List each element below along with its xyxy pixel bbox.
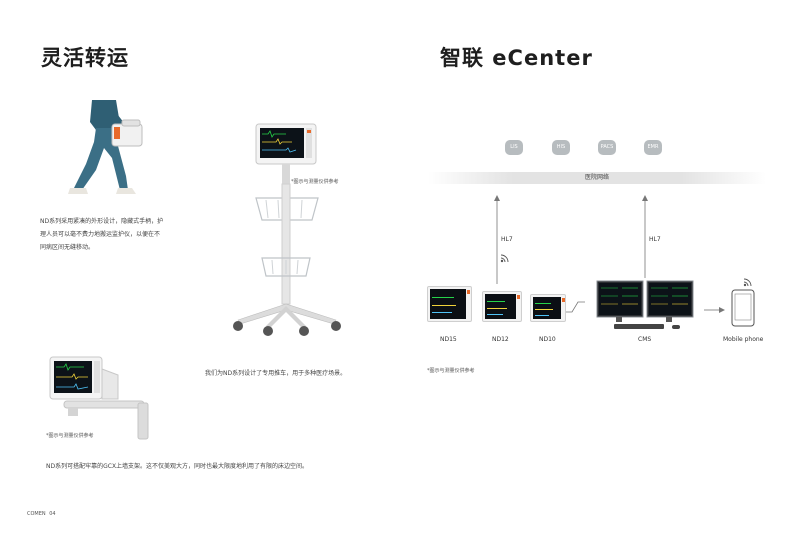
device-label-nd10: ND10 <box>539 336 556 343</box>
device-label-nd15: ND15 <box>440 336 457 343</box>
wall-arm-monitor-image <box>49 356 149 440</box>
mobile-phone-image <box>731 289 755 327</box>
page-footer: COMEN 04 <box>27 511 56 517</box>
device-label-cms: CMS <box>638 336 652 343</box>
left-paragraph-1-line-2: 理人员可以毫不费力地搬运监护仪，以便在不 <box>40 231 161 238</box>
hl7-label-right: HL7 <box>649 236 661 243</box>
mobile-wifi-icon <box>743 278 752 287</box>
nd10-monitor-image <box>530 294 566 322</box>
left-heading: 灵活转运 <box>41 46 129 70</box>
cms-workstation-image <box>596 280 694 329</box>
monitor-cart-image <box>233 123 341 336</box>
cart-image-note: *图示与测量仪供参考 <box>291 179 339 185</box>
arm-image-note: *图示与测量仪供参考 <box>46 433 94 439</box>
wifi-icon <box>500 254 509 263</box>
system-box-pacs: PACS <box>598 140 616 155</box>
hl7-label-left: HL7 <box>501 236 513 243</box>
left-paragraph-1-line-1: ND系列采用紧凑的外形设计，隐藏式手柄，护 <box>40 218 164 225</box>
hospital-network-bar: 医院网络 <box>428 172 766 184</box>
right-image-note: *图示与测量仪供参考 <box>427 368 475 374</box>
system-box-lis: LIS <box>505 140 523 155</box>
left-paragraph-1: ND系列采用紧凑的外形设计，隐藏式手柄，护 理人员可以毫不费力地搬运监护仪，以便… <box>40 215 190 254</box>
connection-arrows <box>494 195 725 313</box>
left-paragraph-1-line-3: 同病区间无缝移动。 <box>40 244 95 251</box>
right-heading: 智联 eCenter <box>440 46 593 70</box>
system-box-emr: EMR <box>644 140 662 155</box>
device-label-nd12: ND12 <box>492 336 509 343</box>
cart-caption: 我们为ND系列设计了专用推车，用于多种医疗场景。 <box>205 370 347 377</box>
person-carrying-monitor-image <box>68 100 143 194</box>
system-box-his: HIS <box>552 140 570 155</box>
footer-page-number: 04 <box>49 511 56 517</box>
arm-caption: ND系列可搭配牢靠的GCX上墙支架。这不仅美观大方，同时也最大限度地利用了有限的… <box>46 463 309 470</box>
device-label-mobile-phone: Mobile phone <box>723 336 764 343</box>
footer-brand: COMEN <box>27 511 46 517</box>
nd12-monitor-image <box>482 291 522 322</box>
hospital-network-label: 医院网络 <box>584 174 609 181</box>
nd15-monitor-image <box>427 286 472 322</box>
